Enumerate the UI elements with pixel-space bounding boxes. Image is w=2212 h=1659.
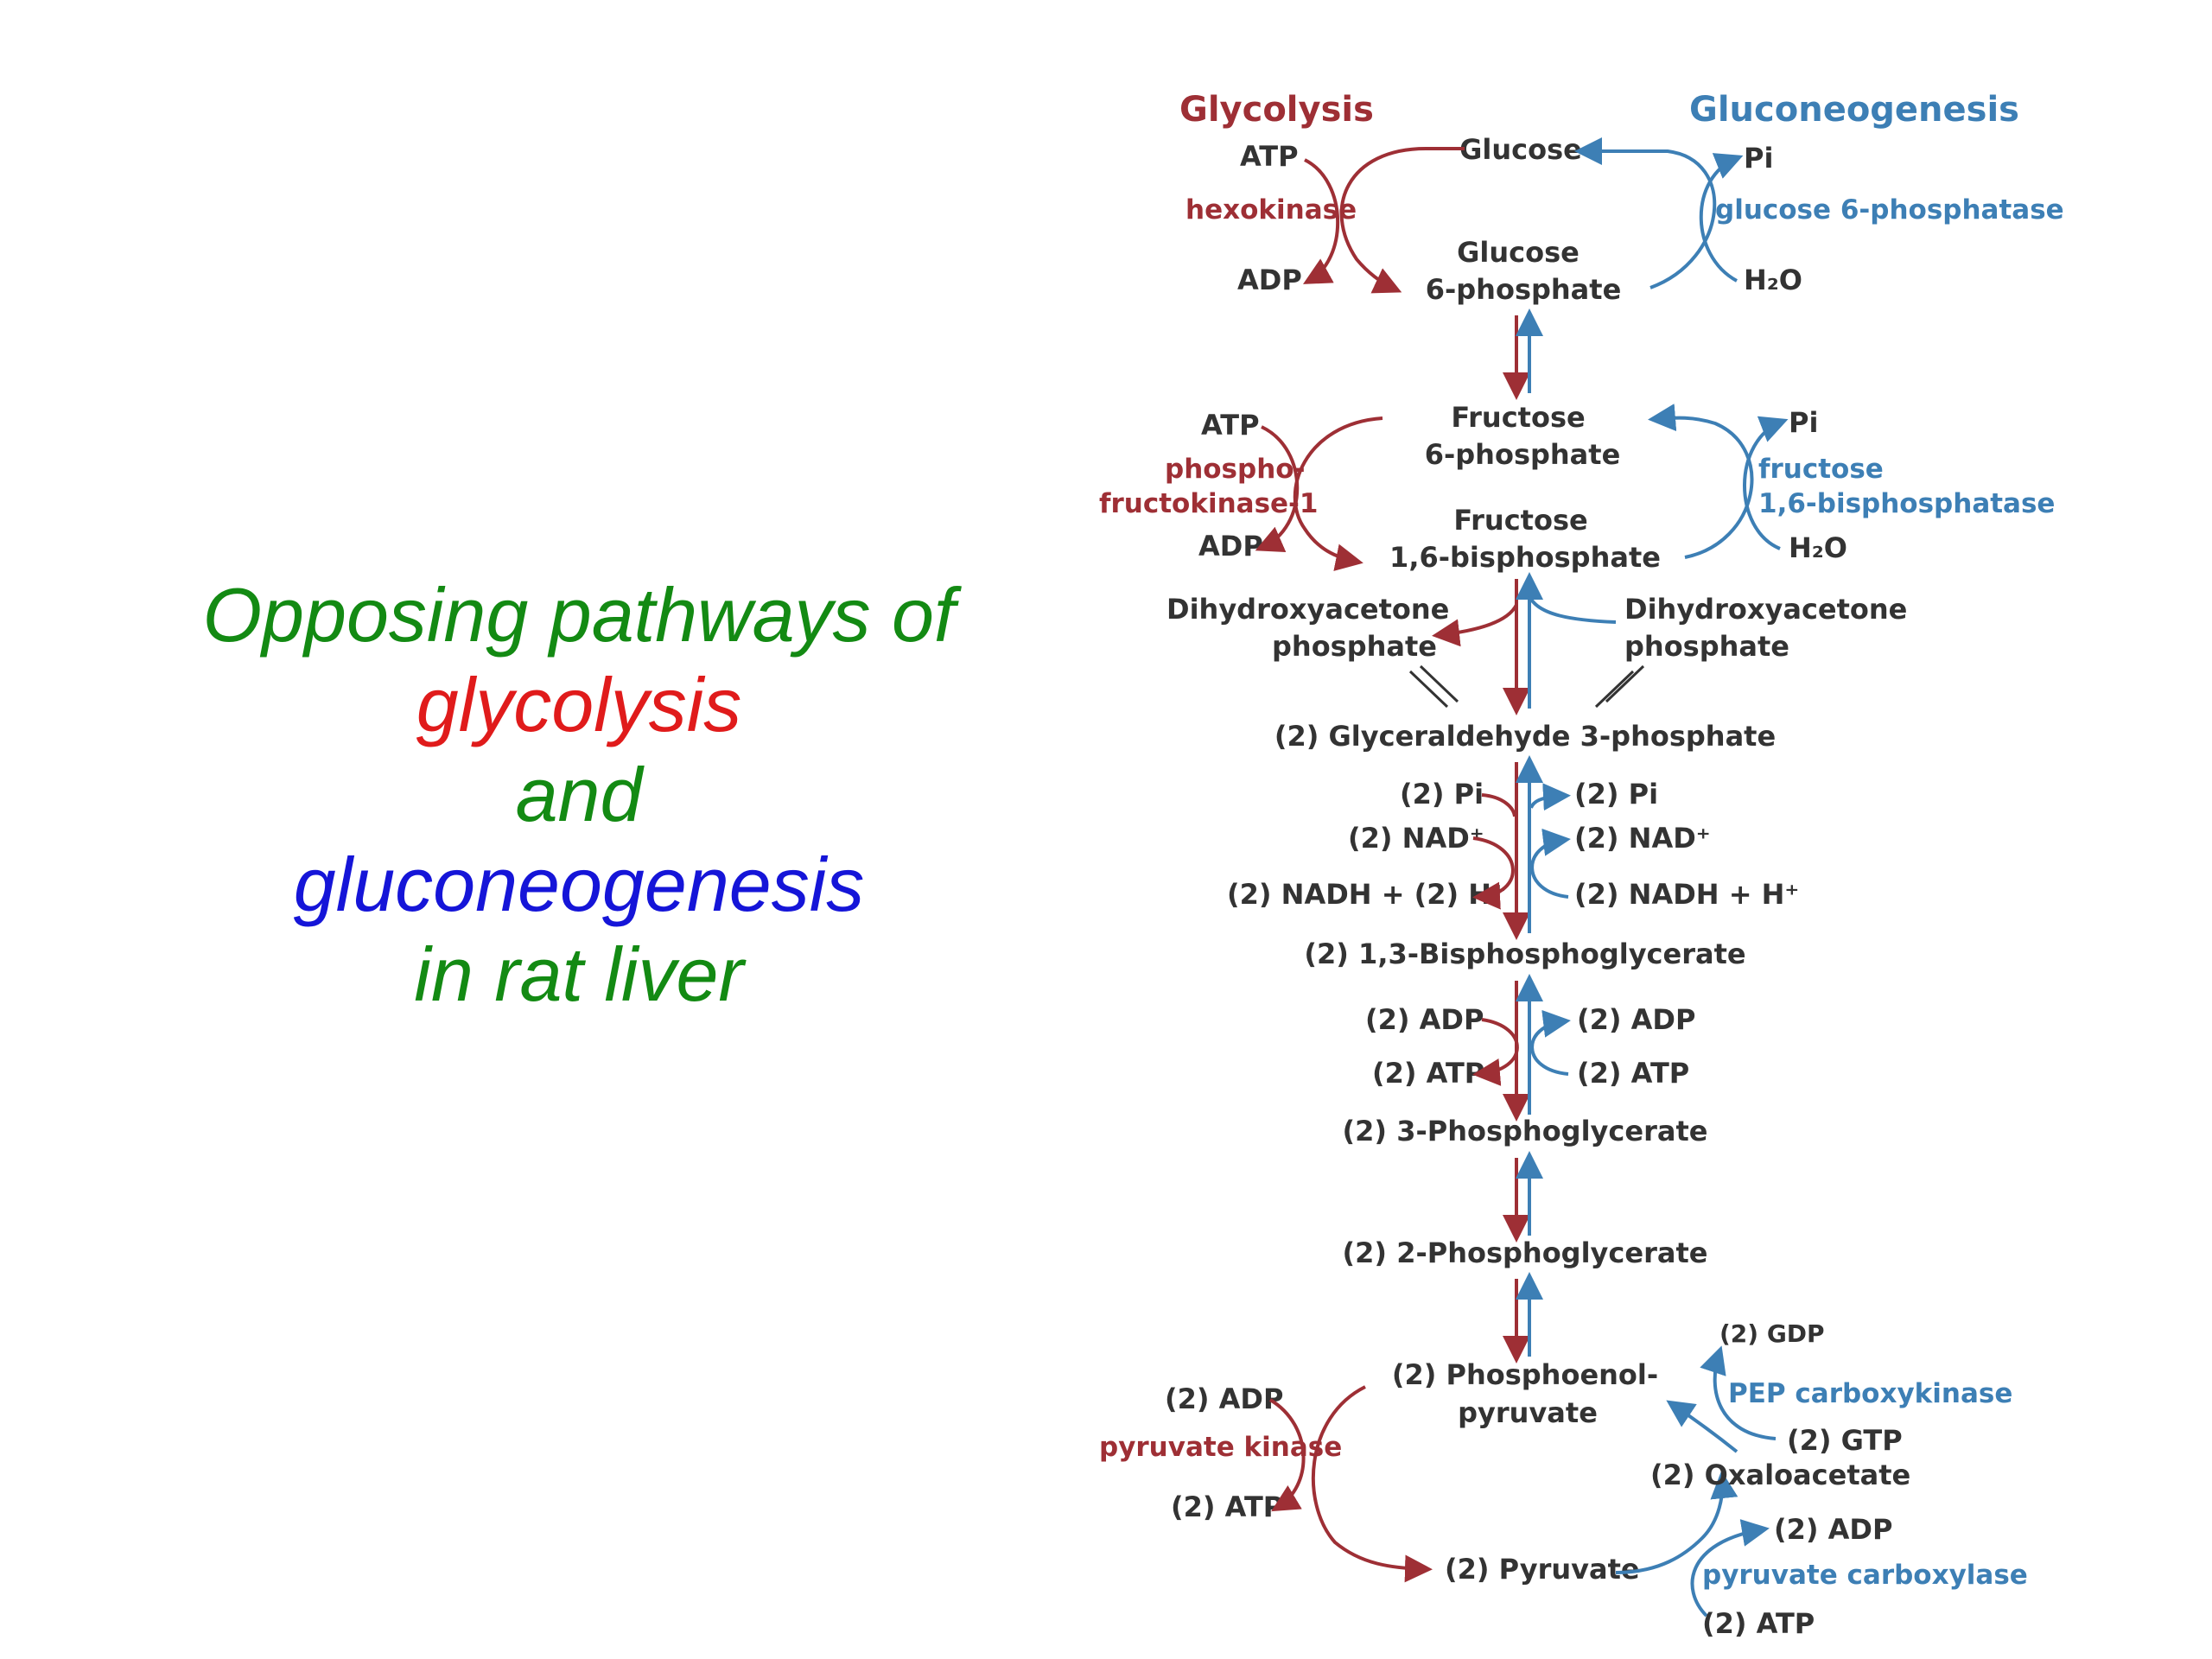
g6p-label-1: Glucose bbox=[1457, 236, 1580, 269]
3pg-label: (2) 3-Phosphoglycerate bbox=[1343, 1115, 1708, 1147]
gapdh-nad-right-label: (2) NAD⁺ bbox=[1574, 822, 1711, 855]
pgk-adp-left-label: (2) ADP bbox=[1365, 1003, 1484, 1036]
pk-atp-label: (2) ATP bbox=[1171, 1491, 1283, 1523]
pc-atp-adp-arrow bbox=[1690, 1519, 1770, 1618]
pc-atp-label: (2) ATP bbox=[1702, 1607, 1815, 1640]
pk-adp-label: (2) ADP bbox=[1165, 1382, 1283, 1415]
pepck-gtp-gdp-arrow bbox=[1700, 1345, 1777, 1440]
fbpase-h2o-pi-arrow bbox=[1743, 416, 1789, 550]
g6pase-h2o-pi-arrow bbox=[1699, 153, 1744, 283]
pfk-arrow bbox=[1293, 416, 1383, 571]
pyruvate-kinase-label: pyruvate kinase bbox=[1099, 1432, 1342, 1463]
pyruvate-carboxylase-label: pyruvate carboxylase bbox=[1702, 1560, 2028, 1591]
pfk-adp-label: ADP bbox=[1198, 530, 1263, 563]
pgk-adp-atp-arrow bbox=[1472, 1018, 1519, 1086]
aldolase-dhap-arrow bbox=[1432, 603, 1518, 647]
g3p-label: (2) Glyceraldehyde 3-phosphate bbox=[1274, 720, 1776, 753]
dhap-right-label-1: Dihydroxyacetone bbox=[1624, 593, 1907, 626]
fbpase-label-2: 1,6-bisphosphatase bbox=[1758, 488, 2055, 519]
hk-atp-label: ATP bbox=[1240, 140, 1299, 173]
pgk-atp-left-label: (2) ATP bbox=[1372, 1057, 1484, 1090]
g6pase-label: glucose 6-phosphatase bbox=[1715, 194, 2064, 226]
title-line-3: and bbox=[515, 752, 643, 837]
slide-title: Opposing pathways of glycolysis and gluc… bbox=[147, 570, 1011, 1020]
title-line-1: Opposing pathways of bbox=[202, 572, 956, 658]
hk-atp-adp-arrow bbox=[1303, 158, 1340, 284]
title-line-2: glycolysis bbox=[416, 662, 742, 747]
f6p-label-1: Fructose bbox=[1451, 401, 1585, 434]
hexokinase-label: hexokinase bbox=[1185, 194, 1357, 226]
pgk-atp-right-label: (2) ATP bbox=[1577, 1057, 1689, 1090]
hk-adp-label: ADP bbox=[1237, 264, 1302, 296]
pgk-atp-adp-arrow bbox=[1530, 1009, 1571, 1076]
fbpase-h2o-label: H₂O bbox=[1789, 531, 1847, 564]
dhap-left-label-1: Dihydroxyacetone bbox=[1166, 593, 1449, 626]
gluconeogenesis-header: Gluconeogenesis bbox=[1689, 90, 2019, 130]
gapdh-pi-in-line bbox=[1481, 793, 1516, 817]
glucose-label: Glucose bbox=[1459, 133, 1582, 166]
f16bp-label-1: Fructose bbox=[1453, 504, 1587, 537]
g6pase-arrow bbox=[1574, 137, 1717, 289]
pfk-atp-adp-arrow bbox=[1255, 425, 1300, 553]
tpi-right-line-2 bbox=[1605, 664, 1645, 703]
pepck-gdp-label: (2) GDP bbox=[1719, 1319, 1825, 1348]
tpi-left-line-1 bbox=[1408, 670, 1449, 709]
pk-adp-atp-arrow bbox=[1268, 1398, 1306, 1512]
title-line-5: in rat liver bbox=[414, 931, 744, 1017]
g6pase-pi-label: Pi bbox=[1744, 142, 1773, 175]
pfk-atp-label: ATP bbox=[1201, 409, 1260, 442]
gapdh-nadh-left-label: (2) NADH + (2) H⁺ bbox=[1227, 878, 1506, 911]
pc-adp-label: (2) ADP bbox=[1774, 1513, 1892, 1546]
pyruvate-carboxylase-arrow bbox=[1615, 1471, 1738, 1574]
dhap-right-label-2: phosphate bbox=[1624, 630, 1789, 663]
pep-label-2: pyruvate bbox=[1458, 1396, 1598, 1429]
g6p-label-2: 6-phosphate bbox=[1426, 273, 1622, 306]
oaa-label: (2) Oxaloacetate bbox=[1650, 1459, 1910, 1491]
pfk-label-1: phospho- bbox=[1165, 454, 1305, 485]
fbpase-label-1: fructose bbox=[1758, 454, 1884, 485]
gapdh-nad-left-label: (2) NAD⁺ bbox=[1348, 822, 1484, 855]
pepck-arrow bbox=[1666, 1400, 1738, 1453]
pepck-gtp-label: (2) GTP bbox=[1787, 1424, 1903, 1457]
dhap-left-label-2: phosphate bbox=[1272, 630, 1437, 663]
gapdh-pi-out-arrow bbox=[1529, 783, 1571, 811]
tpi-left-line-2 bbox=[1419, 664, 1459, 703]
tpi-right-line-1 bbox=[1594, 670, 1635, 709]
gapdh-pi-right-label: (2) Pi bbox=[1574, 778, 1658, 810]
pyruvate-kinase-arrow bbox=[1312, 1385, 1433, 1583]
fbpase-arrow bbox=[1648, 404, 1754, 559]
gapdh-nadh-right-label: (2) NADH + H⁺ bbox=[1574, 878, 1799, 911]
pyruvate-label: (2) Pyruvate bbox=[1445, 1553, 1640, 1586]
pepck-label: PEP carboxykinase bbox=[1728, 1378, 2012, 1409]
f16bp-label-2: 1,6-bisphosphate bbox=[1389, 541, 1661, 574]
title-line-4: gluconeogenesis bbox=[293, 842, 865, 927]
pgk-adp-right-label: (2) ADP bbox=[1577, 1003, 1695, 1036]
2pg-label: (2) 2-Phosphoglycerate bbox=[1343, 1236, 1708, 1269]
f6p-label-2: 6-phosphate bbox=[1425, 438, 1621, 471]
bpg-label: (2) 1,3-Bisphosphoglycerate bbox=[1304, 938, 1745, 970]
hexokinase-arrow bbox=[1339, 147, 1465, 294]
gapdh-nad-nadh-arrow bbox=[1472, 836, 1515, 910]
gapdh-pi-left-label: (2) Pi bbox=[1400, 778, 1484, 810]
aldolase-dhap-reverse-line bbox=[1528, 595, 1617, 624]
pep-label-1: (2) Phosphoenol- bbox=[1392, 1358, 1658, 1391]
gapdh-nadh-nad-arrow bbox=[1530, 829, 1571, 899]
fbpase-pi-label: Pi bbox=[1789, 406, 1818, 439]
pfk-label-2: fructokinase-1 bbox=[1099, 488, 1318, 519]
glycolysis-header: Glycolysis bbox=[1179, 90, 1374, 130]
g6pase-h2o-label: H₂O bbox=[1744, 264, 1802, 296]
